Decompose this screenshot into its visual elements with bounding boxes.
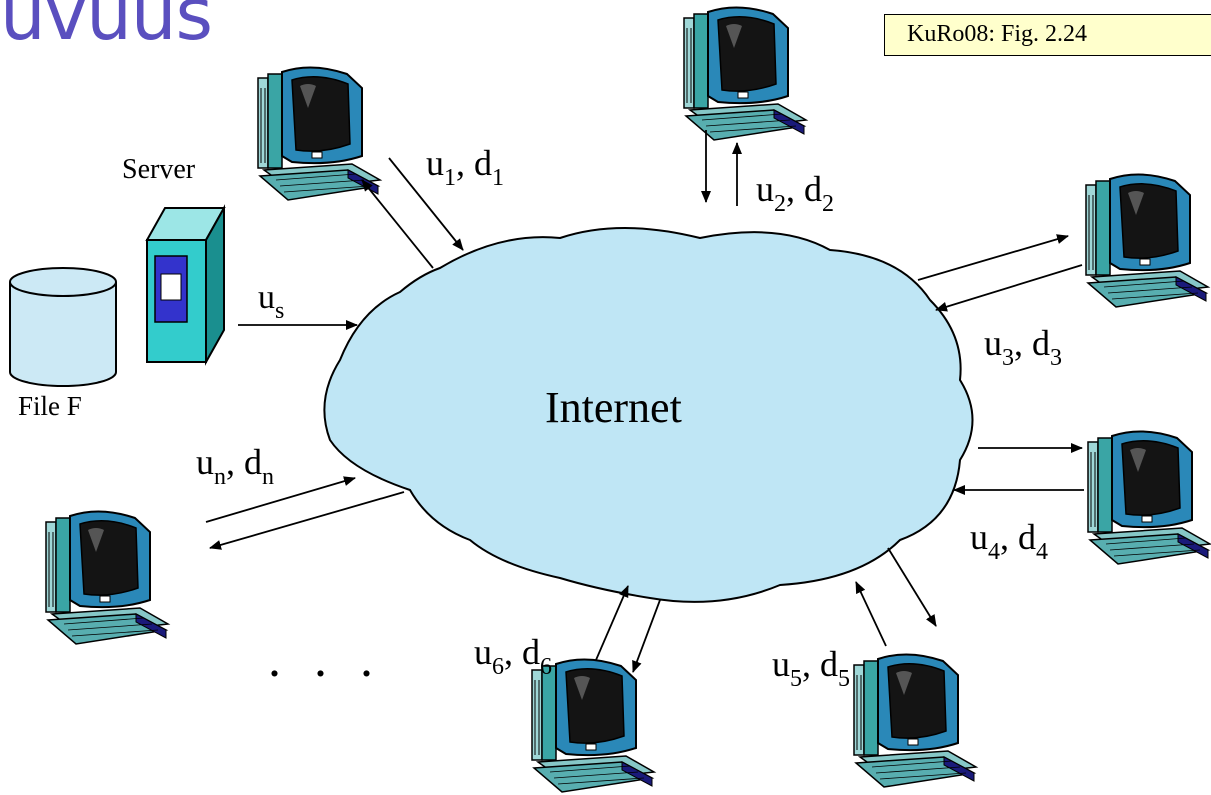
server-label: Server [122, 154, 196, 185]
link-label-peer-3: u3, d3 [984, 323, 1062, 371]
peer-3-download-arrow [935, 264, 1083, 312]
peer-4-computer-icon [1087, 430, 1211, 565]
peer-6-upload-arrow [595, 585, 629, 661]
peer-5-upload-arrow [855, 581, 887, 647]
link-label-peer-5: u5, d5 [772, 644, 850, 692]
internet-cloud [323, 227, 974, 603]
file-disk-icon [9, 267, 117, 387]
peer-1-upload-arrow [361, 179, 434, 269]
figure-caption: KuRo08: Fig. 2.24 [907, 21, 1088, 47]
peer-n-upload-arrow [205, 476, 356, 523]
link-label-peer-4: u4, d4 [970, 517, 1048, 565]
peer-6-download-arrow [632, 599, 661, 673]
peer-1-computer-icon [257, 66, 381, 201]
peer-5-computer-icon [853, 653, 977, 788]
peer-2-computer-icon [683, 6, 807, 142]
link-label-peer-1: u1, d1 [426, 143, 504, 191]
peer-3-upload-arrow [917, 234, 1069, 281]
link-label-peer-2: u2, d2 [756, 169, 834, 217]
link-label-peer-6: u6, d6 [474, 632, 552, 680]
peer-n-computer-icon [45, 510, 169, 645]
more-peers-ellipsis: . . . [268, 631, 383, 688]
link-label-us: us [258, 279, 284, 324]
peer-5-download-arrow [887, 547, 937, 627]
peer-1-download-arrow [388, 157, 464, 251]
figure-caption-box: KuRo08: Fig. 2.24 [884, 14, 1211, 56]
slide-title-fragment: uvuus [0, 0, 213, 56]
peer-n-download-arrow [209, 491, 405, 550]
peer-3-computer-icon [1085, 173, 1209, 308]
server-icon [145, 204, 226, 366]
link-label-peer-n: un, dn [196, 442, 274, 490]
internet-label: Internet [545, 383, 682, 432]
file-label: File F [18, 391, 82, 421]
